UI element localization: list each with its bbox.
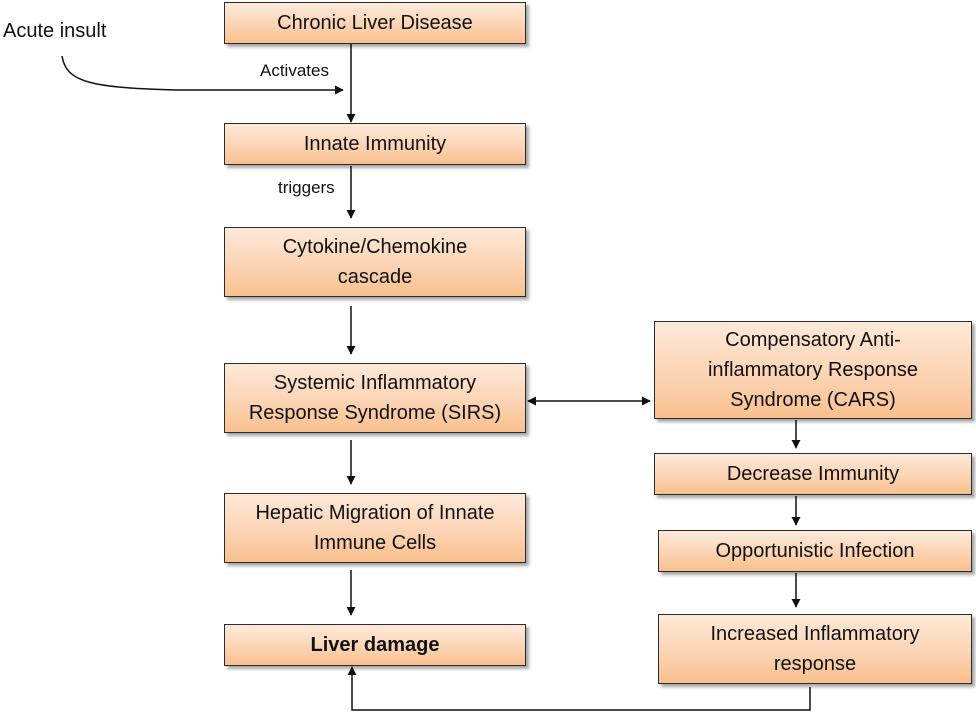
increased-inflammatory-text: Increased Inflammatory response	[710, 623, 920, 675]
hepatic-migration-box: Hepatic Migration of Innate Immune Cells	[224, 493, 526, 563]
arrow-increased-to-liver-damage	[347, 666, 811, 711]
acute-insult-arrow	[61, 55, 344, 95]
decrease-immunity-box: Decrease Immunity	[654, 453, 972, 495]
opportunistic-infection-box: Opportunistic Infection	[658, 530, 972, 572]
cars-box: Compensatory Anti-inflammatory Response …	[654, 321, 972, 419]
innate-immunity-text: Innate Immunity	[303, 133, 447, 155]
opportunistic-infection-text: Opportunistic Infection	[715, 540, 915, 562]
liver-damage-text: Liver damage	[310, 634, 440, 656]
cytokine-cascade-text: Cytokine/Chemokine cascade	[282, 236, 468, 288]
sirs-text: Systemic Inflammatory Response Syndrome …	[248, 372, 502, 424]
chronic-liver-disease-box: Chronic Liver Disease	[224, 2, 526, 44]
acute-insult-label: Acute insult	[3, 20, 107, 42]
activates-label: Activates	[260, 61, 329, 80]
innate-immunity-box: Innate Immunity	[224, 123, 526, 165]
increased-inflammatory-box: Increased Inflammatory response	[658, 614, 972, 684]
triggers-label: triggers	[278, 178, 335, 197]
decrease-immunity-text: Decrease Immunity	[726, 463, 900, 485]
liver-damage-box: Liver damage	[224, 624, 526, 666]
sirs-box: Systemic Inflammatory Response Syndrome …	[224, 363, 526, 433]
hepatic-migration-text: Hepatic Migration of Innate Immune Cells	[255, 502, 495, 554]
cytokine-cascade-box: Cytokine/Chemokine cascade	[224, 227, 526, 297]
chronic-liver-disease-text: Chronic Liver Disease	[277, 12, 473, 34]
cars-text: Compensatory Anti-inflammatory Response …	[707, 329, 919, 411]
